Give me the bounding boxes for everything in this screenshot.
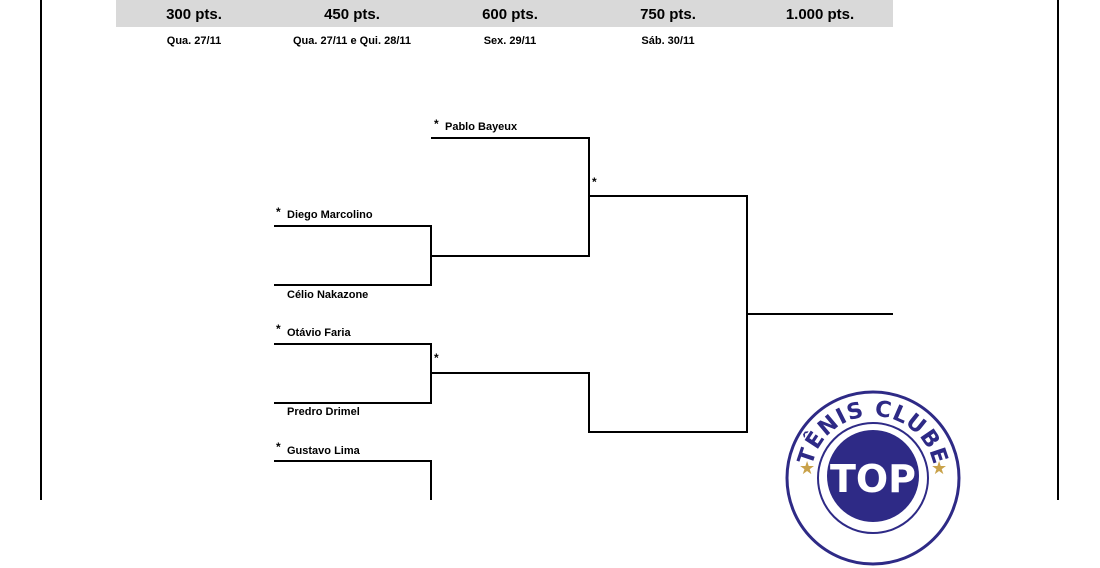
seed-mark: * <box>276 322 281 336</box>
round-1-points: 300 pts. <box>166 6 222 23</box>
bracket-line <box>588 372 590 433</box>
seed-mark: * <box>434 351 439 365</box>
round-points-header <box>116 0 893 27</box>
bracket-line <box>431 137 590 139</box>
round-3-dates: Sex. 29/11 <box>483 35 537 47</box>
star-icon: ★ <box>799 458 815 478</box>
round-2-dates: Qua. 27/11 e Qui. 28/11 <box>292 35 412 47</box>
round-1-dates: Qua. 27/11 <box>166 35 222 47</box>
club-logo: TÊNIS CLUBE TOP ★ ★ <box>785 390 961 566</box>
bracket-line <box>588 431 748 433</box>
bracket-line <box>274 225 432 227</box>
bracket-line <box>746 313 893 315</box>
round-4-points: 750 pts. <box>640 6 696 23</box>
seed-mark: * <box>276 205 281 219</box>
bracket-line <box>431 255 590 257</box>
player-name: Diego Marcolino <box>287 209 373 221</box>
logo-monogram: TOP <box>830 457 916 501</box>
player-name: Gustavo Lima <box>287 445 360 457</box>
star-icon: ★ <box>931 458 947 478</box>
bracket-line <box>588 137 590 257</box>
round-3-points: 600 pts. <box>482 6 538 23</box>
seed-mark: * <box>592 175 597 189</box>
bracket-line <box>274 343 432 345</box>
seed-mark: * <box>276 440 281 454</box>
bracket-line <box>430 460 432 500</box>
player-name: Célio Nakazone <box>287 289 369 301</box>
bracket-line <box>274 284 432 286</box>
frame-left-border <box>40 0 42 500</box>
round-4-dates: Sáb. 30/11 <box>641 35 695 47</box>
round-2-points: 450 pts. <box>324 6 380 23</box>
frame-right-border <box>1057 0 1059 500</box>
bracket-line <box>431 372 590 374</box>
bracket-line <box>588 195 748 197</box>
player-name: Otávio Faria <box>287 327 351 339</box>
bracket-line <box>274 460 432 462</box>
player-name: Pablo Bayeux <box>445 121 518 133</box>
logo-badge <box>827 430 919 522</box>
bracket-line <box>274 402 432 404</box>
round-5-points: 1.000 pts. <box>785 6 855 23</box>
seed-mark: * <box>434 117 439 131</box>
player-name: Predro Drimel <box>287 406 360 418</box>
